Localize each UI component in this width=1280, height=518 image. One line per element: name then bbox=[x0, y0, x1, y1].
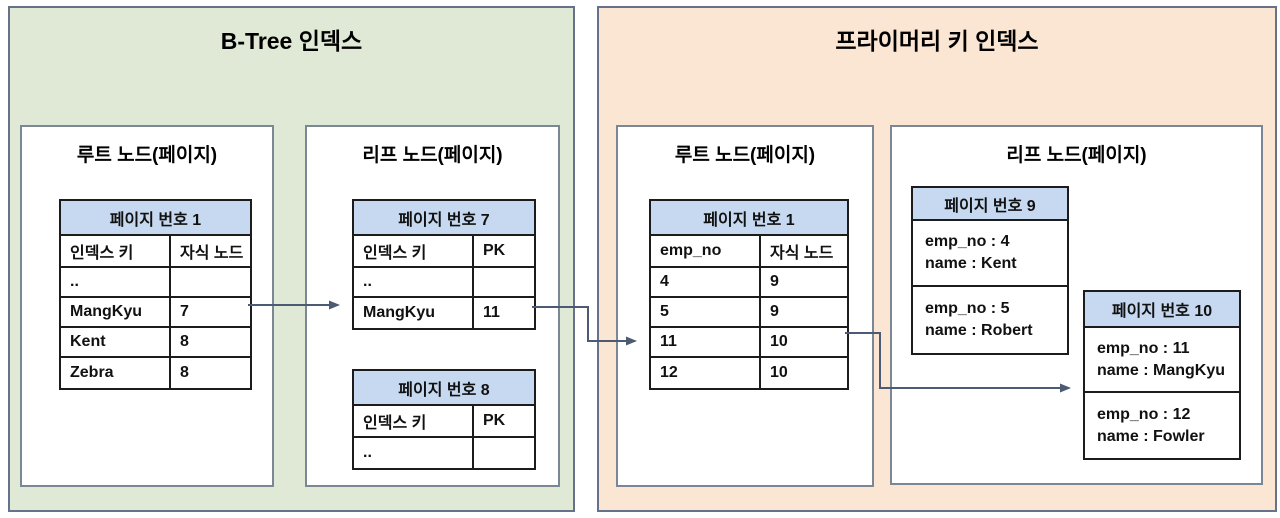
index-key-cell: .. bbox=[354, 438, 474, 468]
column-header-row: 인덱스 키 PK bbox=[354, 236, 534, 268]
pk-cell bbox=[474, 438, 534, 468]
table-row: MangKyu 11 bbox=[354, 298, 534, 328]
child-node-cell: 9 bbox=[770, 303, 779, 320]
btree-panel: B-Tree 인덱스 루트 노드(페이지) 페이지 번호 1 인덱스 키 자식 … bbox=[8, 6, 575, 512]
pk-cell: 11 bbox=[483, 304, 500, 321]
emp-no-cell: 5 bbox=[651, 298, 761, 326]
child-node-cell: 10 bbox=[770, 333, 788, 350]
child-node-cell: 9 bbox=[770, 273, 779, 290]
pk-root-box-title: 루트 노드(페이지) bbox=[674, 145, 816, 166]
emp-no-cell: 11 bbox=[651, 328, 761, 356]
pk-root-page1-table: 페이지 번호 1 emp_no 자식 노드 4 9 5 9 11 10 bbox=[649, 199, 849, 390]
btree-root-box-title: 루트 노드(페이지) bbox=[76, 145, 218, 166]
table-row: Zebra 8 bbox=[61, 358, 250, 388]
table-page-header: 페이지 번호 1 bbox=[651, 201, 847, 236]
primary-key-panel: 프라이머리 키 인덱스 루트 노드(페이지) 페이지 번호 1 emp_no 자… bbox=[597, 6, 1277, 512]
column-header-row: 인덱스 키 자식 노드 bbox=[61, 236, 250, 268]
column-header-cell: PK bbox=[483, 412, 506, 429]
index-key-cell: Kent bbox=[61, 328, 171, 356]
index-key-cell: .. bbox=[354, 268, 474, 296]
column-header-cell: PK bbox=[483, 242, 506, 259]
btree-root-node-box: 루트 노드(페이지) 페이지 번호 1 인덱스 키 자식 노드 .. MangK… bbox=[20, 125, 274, 487]
child-node-cell: 10 bbox=[770, 364, 788, 381]
table-row: Kent 8 bbox=[61, 328, 250, 358]
pk-leaf-box-title: 리프 노드(페이지) bbox=[1006, 145, 1147, 166]
table-page-header-label: 페이지 번호 10 bbox=[1111, 303, 1213, 320]
table-row: 12 10 bbox=[651, 358, 847, 388]
btree-leaf-box-title: 리프 노드(페이지) bbox=[362, 145, 503, 166]
btree-root-page1-table: 페이지 번호 1 인덱스 키 자식 노드 .. MangKyu 7 Kent 8 bbox=[59, 199, 252, 390]
record-cell: emp_no : 11 name : MangKyu bbox=[1085, 328, 1239, 393]
column-header-row: 인덱스 키 PK bbox=[354, 406, 534, 438]
record-name: name : MangKyu bbox=[1097, 361, 1226, 379]
table-page-header: 페이지 번호 7 bbox=[354, 201, 534, 236]
table-row: MangKyu 7 bbox=[61, 298, 250, 328]
column-header-cell: 자식 노드 bbox=[770, 245, 834, 262]
table-page-header-label: 페이지 번호 8 bbox=[398, 381, 490, 399]
table-row: 5 9 bbox=[651, 298, 847, 328]
column-header-cell: emp_no bbox=[651, 236, 761, 266]
pk-cell bbox=[474, 268, 534, 296]
child-node-cell bbox=[171, 268, 250, 296]
record-name: name : Robert bbox=[925, 322, 1033, 339]
column-header-cell: 인덱스 키 bbox=[354, 236, 474, 266]
index-key-cell: MangKyu bbox=[354, 298, 474, 328]
btree-leaf-page8-table: 페이지 번호 8 인덱스 키 PK .. bbox=[352, 369, 536, 470]
table-page-header-label: 페이지 번호 7 bbox=[398, 211, 490, 229]
table-page-header: 페이지 번호 9 bbox=[913, 188, 1067, 221]
index-key-cell: Zebra bbox=[61, 358, 171, 388]
record-emp-no: emp_no : 4 bbox=[925, 233, 1010, 251]
table-row: .. bbox=[354, 438, 534, 468]
table-row: 4 9 bbox=[651, 268, 847, 298]
emp-no-cell: 12 bbox=[651, 358, 761, 388]
table-page-header: 페이지 번호 8 bbox=[354, 371, 534, 406]
pk-root-node-box: 루트 노드(페이지) 페이지 번호 1 emp_no 자식 노드 4 9 5 9 bbox=[616, 125, 874, 487]
table-page-header: 페이지 번호 1 bbox=[61, 201, 250, 236]
column-header-cell: 인덱스 키 bbox=[61, 236, 171, 266]
column-header-cell: 인덱스 키 bbox=[354, 406, 474, 436]
child-node-cell: 8 bbox=[180, 333, 189, 350]
table-page-header: 페이지 번호 10 bbox=[1085, 292, 1239, 328]
record-emp-no: emp_no : 11 bbox=[1097, 339, 1190, 357]
table-page-header-label: 페이지 번호 1 bbox=[109, 211, 202, 229]
table-row: .. bbox=[61, 268, 250, 298]
column-header-row: emp_no 자식 노드 bbox=[651, 236, 847, 268]
record-cell: emp_no : 4 name : Kent bbox=[913, 221, 1067, 287]
record-cell: emp_no : 5 name : Robert bbox=[913, 287, 1067, 353]
primary-key-panel-title: 프라이머리 키 인덱스 bbox=[835, 28, 1039, 54]
table-row: 11 10 bbox=[651, 328, 847, 358]
column-header-cell: 자식 노드 bbox=[180, 245, 244, 262]
btree-leaf-page7-table: 페이지 번호 7 인덱스 키 PK .. MangKyu 11 bbox=[352, 199, 536, 330]
record-name: name : Fowler bbox=[1097, 427, 1205, 445]
pk-leaf-page9-table: 페이지 번호 9 emp_no : 4 name : Kent emp_no :… bbox=[911, 186, 1069, 355]
table-page-header-label: 페이지 번호 1 bbox=[703, 211, 795, 229]
child-node-cell: 7 bbox=[180, 303, 189, 320]
btree-leaf-node-box: 리프 노드(페이지) 페이지 번호 7 인덱스 키 PK .. MangKyu … bbox=[305, 125, 560, 487]
record-name: name : Kent bbox=[925, 255, 1017, 272]
record-emp-no: emp_no : 5 bbox=[925, 300, 1010, 318]
emp-no-cell: 4 bbox=[651, 268, 761, 296]
child-node-cell: 8 bbox=[180, 364, 189, 381]
record-cell: emp_no : 12 name : Fowler bbox=[1085, 393, 1239, 458]
record-emp-no: emp_no : 12 bbox=[1097, 405, 1191, 423]
table-row: .. bbox=[354, 268, 534, 298]
table-page-header-label: 페이지 번호 9 bbox=[944, 197, 1036, 215]
index-key-cell: .. bbox=[61, 268, 171, 296]
index-key-cell: MangKyu bbox=[61, 298, 171, 326]
btree-panel-title: B-Tree 인덱스 bbox=[220, 28, 363, 54]
pk-leaf-page10-table: 페이지 번호 10 emp_no : 11 name : MangKyu emp… bbox=[1083, 290, 1241, 460]
pk-leaf-node-box: 리프 노드(페이지) 페이지 번호 9 emp_no : 4 name : Ke… bbox=[890, 125, 1263, 485]
